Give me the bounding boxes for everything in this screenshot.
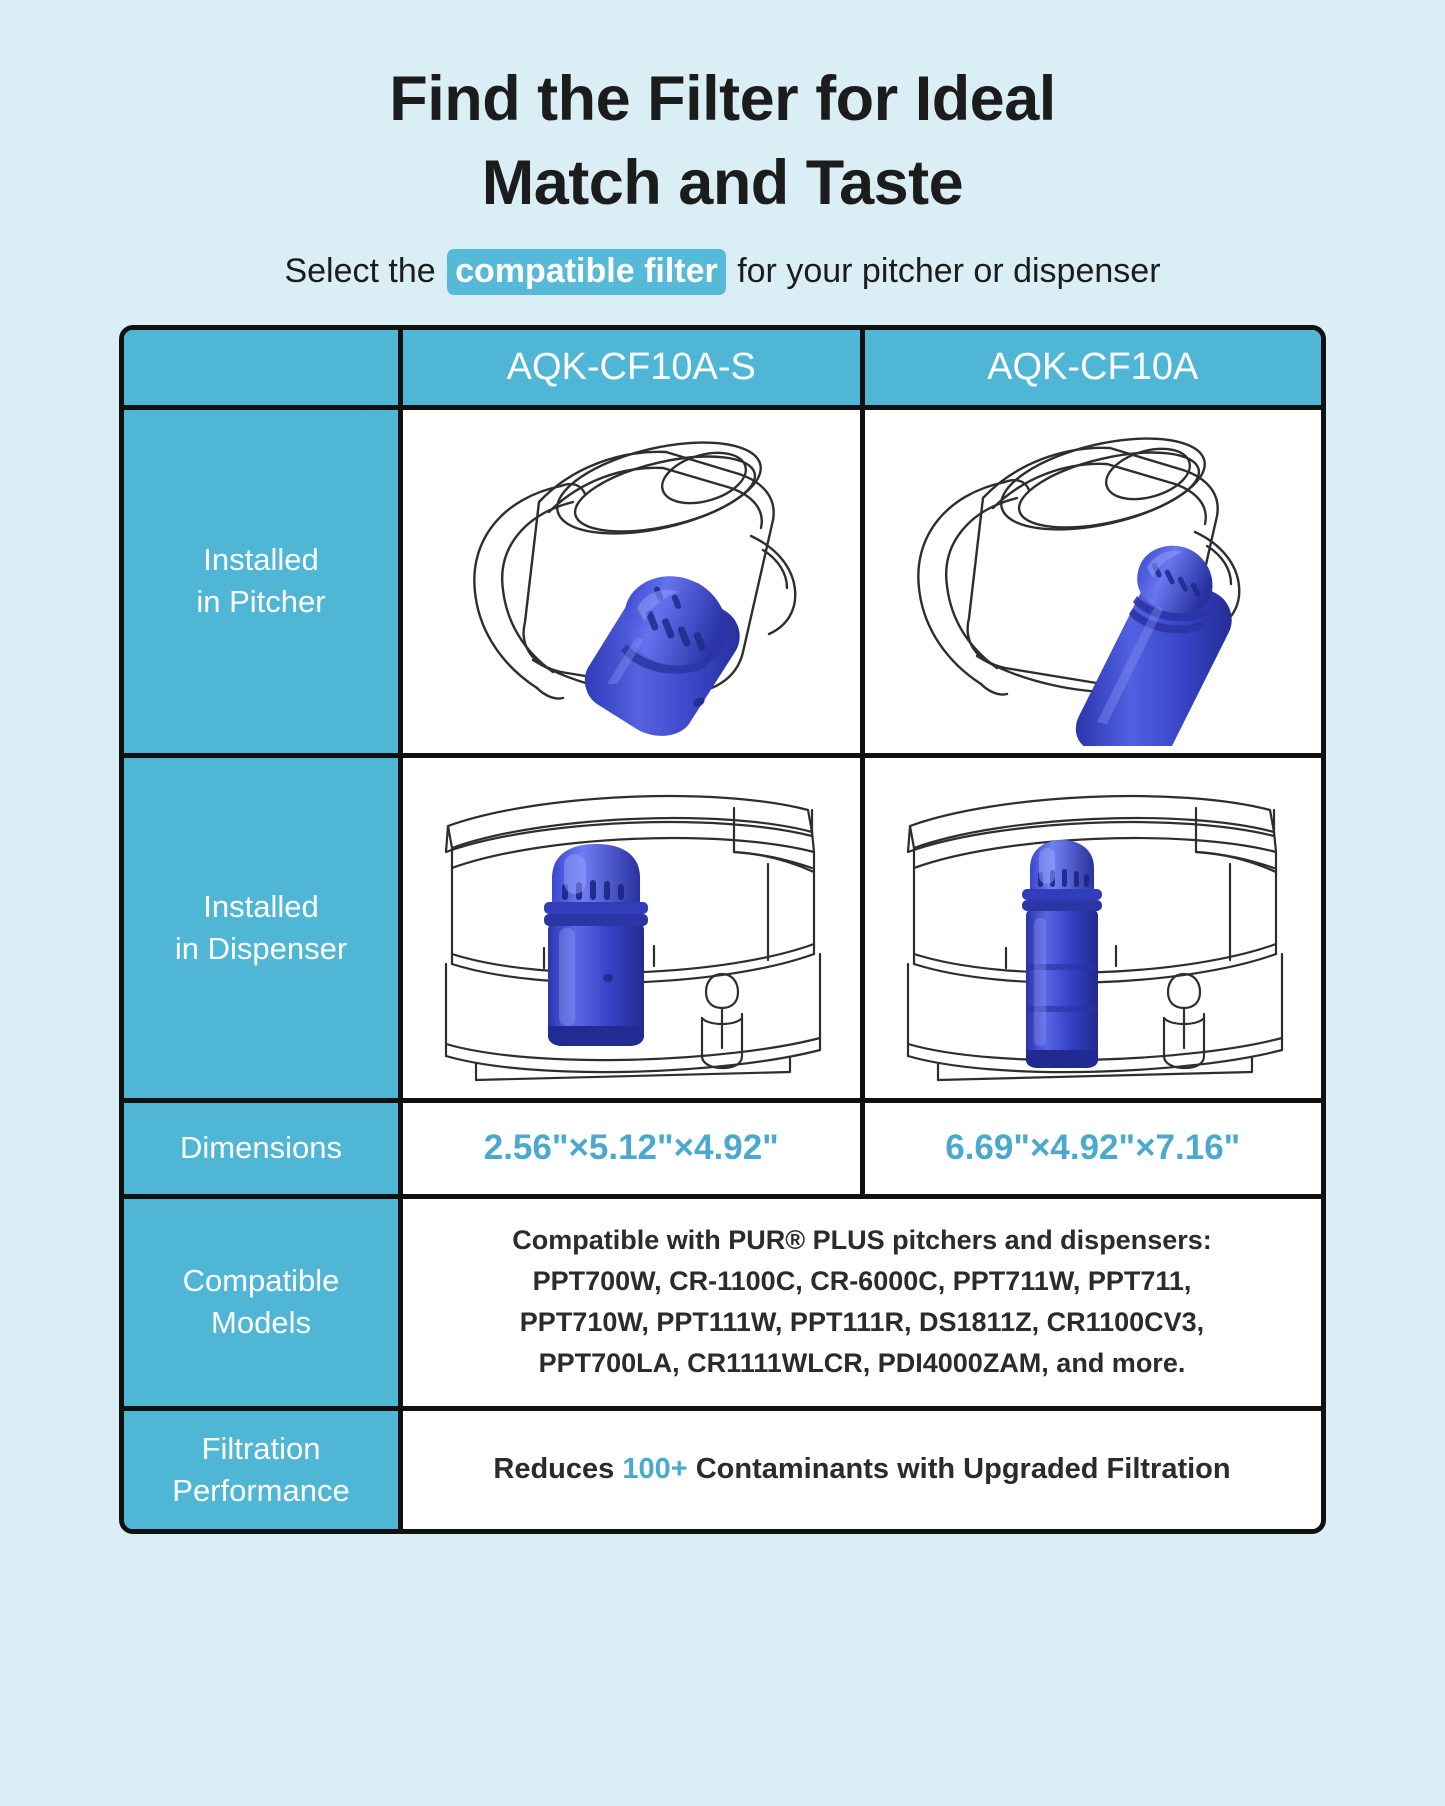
row-label-dimensions: Dimensions (124, 1102, 403, 1194)
dispenser-illustration-cf10a-cell (864, 757, 1321, 1098)
models-line-4: PPT700LA, CR1111WLCR, PDI4000ZAM, and mo… (538, 1348, 1186, 1379)
dimensions-value-cf10as-text: 2.56"×5.12"×4.92" (483, 1128, 779, 1168)
table-row-installed-in-dispenser: Installed in Dispenser (124, 757, 1321, 1103)
filtration-performance-content: Reduces 100+ Contaminants with Upgraded … (403, 1410, 1321, 1529)
column-header-cf10a: AQK-CF10A (864, 329, 1321, 405)
tall-filter-in-dispenser (1021, 839, 1102, 1068)
table-row-filtration-performance: Filtration Performance Reduces 100+ Cont… (124, 1410, 1321, 1529)
subtitle-suffix: for your pitcher or dispenser (737, 251, 1161, 290)
models-line-2: PPT700W, CR-1100C, CR-6000C, PPT711W, PP… (532, 1266, 1192, 1297)
table-row-compatible-models: Compatible Models Compatible with PUR® P… (124, 1198, 1321, 1411)
models-line-1: Compatible with PUR® PLUS pitchers and d… (512, 1225, 1212, 1255)
dispenser-short-filter-icon (445, 794, 822, 1081)
tall-filter-body (1075, 545, 1232, 747)
dimensions-value-cf10as: 2.56"×5.12"×4.92" (403, 1102, 865, 1194)
title-line-2: Match and Taste (481, 147, 964, 218)
table-header-row: AQK-CF10A-S AQK-CF10A (124, 329, 1321, 410)
column-header-cf10a-label: AQK-CF10A (987, 345, 1199, 388)
pitcher-tall-filter-icon (916, 437, 1241, 747)
row-label-pitcher-line-2: in Pitcher (196, 584, 326, 620)
table-row-dimensions: Dimensions 2.56"×5.12"×4.92" 6.69"×4.92"… (124, 1102, 1321, 1199)
performance-text-before: Reduces (493, 1453, 615, 1486)
row-label-dimensions-text: Dimensions (180, 1130, 342, 1166)
performance-text-after: Contaminants with Upgraded Filtration (695, 1453, 1231, 1486)
comparison-table: AQK-CF10A-S AQK-CF10A Installed in Pitch… (119, 324, 1326, 1534)
short-filter-body (585, 576, 740, 736)
pitcher-short-filter-icon (473, 441, 797, 736)
short-filter-in-dispenser (544, 843, 649, 1046)
row-label-performance-line-1: Filtration (201, 1430, 321, 1466)
row-label-installed-in-pitcher: Installed in Pitcher (124, 409, 403, 753)
dimensions-value-cf10a-text: 6.69"×4.92"×7.16" (945, 1128, 1241, 1168)
column-header-cf10as-label: AQK-CF10A-S (506, 345, 756, 388)
dispenser-tall-filter-icon (906, 794, 1283, 1081)
row-label-performance-line-2: Performance (172, 1472, 350, 1508)
row-label-dispenser-line-2: in Dispenser (174, 930, 348, 966)
row-label-filtration-performance: Filtration Performance (124, 1410, 403, 1529)
compatible-models-content: Compatible with PUR® PLUS pitchers and d… (403, 1198, 1321, 1406)
table-row-installed-in-pitcher: Installed in Pitcher (124, 409, 1321, 758)
page-subtitle: Select the compatible filter for your pi… (284, 248, 1161, 295)
row-label-models-line-2: Models (211, 1305, 311, 1341)
row-label-installed-in-dispenser: Installed in Dispenser (124, 757, 403, 1098)
page-title: Find the Filter for Ideal Match and Tast… (389, 58, 1056, 226)
dispenser-illustration-cf10as-cell (403, 757, 865, 1098)
dimensions-value-cf10a: 6.69"×4.92"×7.16" (864, 1102, 1321, 1194)
subtitle-prefix: Select the (284, 251, 436, 290)
pitcher-illustration-cf10as-cell (403, 409, 865, 753)
column-header-cf10as: AQK-CF10A-S (403, 329, 865, 405)
pitcher-illustration-cf10a-cell (864, 409, 1321, 753)
title-line-1: Find the Filter for Ideal (389, 64, 1056, 134)
row-label-dispenser-line-1: Installed (203, 888, 319, 924)
row-label-pitcher-line-1: Installed (203, 542, 319, 578)
header-corner-cell (124, 329, 403, 405)
performance-contaminant-count: 100+ (622, 1453, 688, 1486)
row-label-compatible-models: Compatible Models (124, 1198, 403, 1406)
models-line-3: PPT710W, PPT111W, PPT111R, DS1811Z, CR11… (519, 1307, 1205, 1338)
subtitle-highlight: compatible filter (447, 248, 726, 295)
row-label-models-line-1: Compatible (182, 1263, 340, 1299)
